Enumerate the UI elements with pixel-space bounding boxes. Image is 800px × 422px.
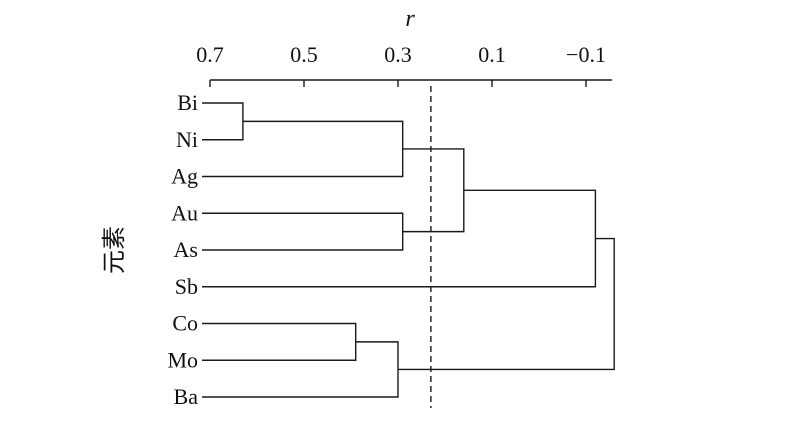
leaf-label-au: Au <box>171 200 198 225</box>
leaf-label-ba: Ba <box>174 384 199 409</box>
dendrogram-link-c1 <box>202 102 244 141</box>
leaf-label-bi: Bi <box>177 90 198 115</box>
dendrogram-link-c3 <box>202 212 404 251</box>
dendrogram-link-c8 <box>398 237 615 371</box>
leaf-label-co: Co <box>172 311 198 336</box>
x-axis-ticks: 0.7 0.5 0.3 0.1 −0.1 <box>196 42 606 87</box>
x-tick-label: 0.7 <box>196 42 224 67</box>
leaf-label-as: As <box>174 237 198 262</box>
leaf-label-ni: Ni <box>176 127 198 152</box>
x-tick-label: 0.5 <box>290 42 318 67</box>
dendrogram-link-c6 <box>202 322 357 361</box>
dendrogram-link-c4 <box>402 148 465 233</box>
x-tick-label: 0.1 <box>478 42 506 67</box>
leaf-label-ag: Ag <box>171 164 198 189</box>
y-axis-title: 元素 <box>100 226 128 274</box>
leaf-label-sb: Sb <box>175 274 198 299</box>
dendrogram-link-c7 <box>202 341 399 398</box>
x-tick-label: −0.1 <box>566 42 606 67</box>
leaf-label-mo: Mo <box>167 347 198 372</box>
dendrogram-links <box>202 102 615 398</box>
dendrogram-link-c5 <box>202 189 597 288</box>
dendrogram-link-c2 <box>202 120 404 178</box>
x-axis-title: r <box>405 6 415 32</box>
x-tick-label: 0.3 <box>384 42 412 67</box>
